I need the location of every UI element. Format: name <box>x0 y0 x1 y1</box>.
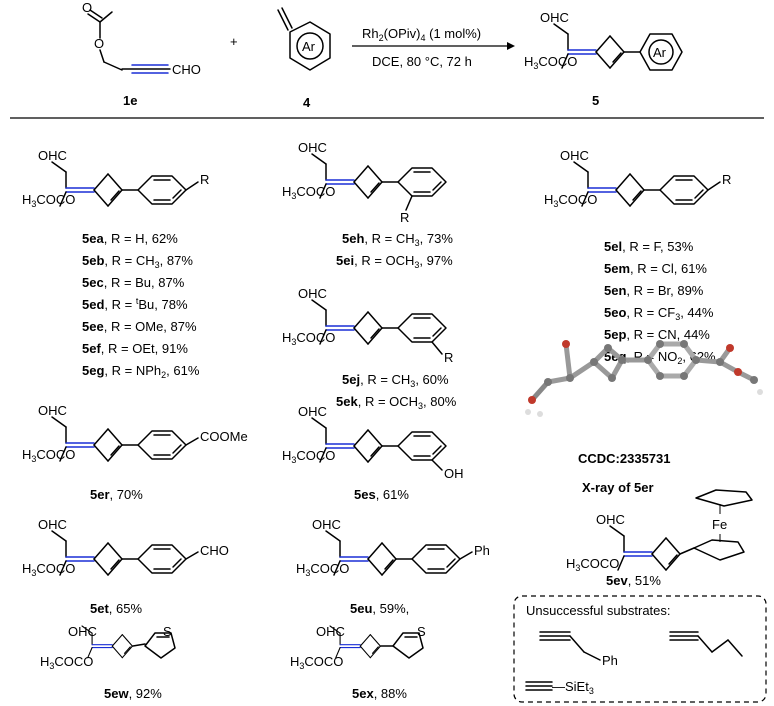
entry-5ef: 5ef, R = OEt, 91% <box>82 341 188 356</box>
conditions-text: DCE, 80 °C, 72 h <box>372 54 472 69</box>
r-label: R <box>444 350 453 365</box>
reactant-1e: O O CHO 1e <box>82 0 201 108</box>
aryl-label-product: Ar <box>653 45 667 60</box>
iron-label: Fe <box>712 517 727 532</box>
structure-ortho: OHC H3COCO R <box>282 140 447 225</box>
siet3-label: —SiEt3 <box>552 679 594 696</box>
acetoxy-label: H3COCO <box>282 448 335 465</box>
acetoxy-label: H3COCO <box>282 184 335 201</box>
acetoxy-label: H3COCO <box>544 192 597 209</box>
ohc-label: OHC <box>298 286 327 301</box>
r-label: R <box>400 210 409 225</box>
ohc-label: OHC <box>68 624 97 639</box>
entry-5eh: 5eh, R = CH3, 73% <box>342 231 453 248</box>
reaction-arrow: Rh2(OPiv)4 (1 mol%) DCE, 80 °C, 72 h <box>352 26 515 69</box>
acetoxy-label: H3COCO <box>40 654 93 671</box>
entry-5eu: 5eu, 59%, <box>350 601 409 616</box>
coome-label: COOMe <box>200 429 248 444</box>
acetoxy-label: H3COCO <box>22 192 75 209</box>
compound-label-5: 5 <box>592 93 599 108</box>
list-ortho: 5eh, R = CH3, 73% 5ei, R = OCH3, 97% <box>336 231 453 270</box>
cho-label: CHO <box>200 543 229 558</box>
entry-5em: 5em, R = Cl, 61% <box>604 261 707 276</box>
aryl-label: Ar <box>302 39 316 54</box>
entry-5eo: 5eo, R = CF3, 44% <box>604 305 714 322</box>
unsuccessful-substrates-box: Unsuccessful substrates: Ph —SiEt3 <box>513 595 767 703</box>
ph-label: Ph <box>602 653 618 668</box>
structure-5er: OHC H3COCO COOMe 5er, 70% <box>22 403 248 502</box>
ohc-label: OHC <box>540 10 569 25</box>
compound-label-4: 4 <box>303 95 311 110</box>
oh-label: OH <box>444 466 464 481</box>
sulfur-label: S <box>417 624 426 639</box>
acetoxy-label: H3COCO <box>296 561 349 578</box>
entry-5er: 5er, 70% <box>90 487 143 502</box>
reactant-4: Ar 4 <box>277 7 331 110</box>
xray-caption: X-ray of 5er <box>582 480 654 495</box>
entry-5ex: 5ex, 88% <box>352 686 407 701</box>
entry-5ev: 5ev, 51% <box>606 573 661 588</box>
structure-5ev: OHC H3COCO Fe 5ev, 51% <box>566 489 753 588</box>
acetoxy-label: H3COCO <box>290 654 343 671</box>
acetoxy-label: H3COCO <box>22 447 75 464</box>
ohc-label: OHC <box>596 512 625 527</box>
ohc-label: OHC <box>298 404 327 419</box>
ohc-label: OHC <box>298 140 327 155</box>
ccdc-label: CCDC:2335731 <box>578 451 671 466</box>
entry-5ed: 5ed, R = tBu, 78% <box>82 296 188 312</box>
entry-5ep: 5ep, R = CN, 44% <box>604 327 710 342</box>
entry-5ec: 5ec, R = Bu, 87% <box>82 275 185 290</box>
entry-5en: 5en, R = Br, 89% <box>604 283 704 298</box>
list-para: 5ea, R = H, 62% 5eb, R = CH3, 87% 5ec, R… <box>82 231 200 380</box>
structure-para: OHC H3COCO R <box>22 148 209 209</box>
acetoxy-label: H3COCO <box>566 556 619 573</box>
acetoxy-label: H3COCO <box>282 330 335 347</box>
ester-oxygen: O <box>94 36 104 51</box>
list-meta: 5ej, R = CH3, 60% 5ek, R = OCH3, 80% <box>336 372 457 411</box>
entry-5ei: 5ei, R = OCH3, 97% <box>336 253 453 270</box>
plus-sign: + <box>230 34 238 49</box>
catalyst-text: Rh2(OPiv)4 (1 mol%) <box>362 26 481 43</box>
entry-5es: 5es, 61% <box>354 487 409 502</box>
ohc-label: OHC <box>560 148 589 163</box>
entry-5el: 5el, R = F, 53% <box>604 239 694 254</box>
structure-meta: OHC H3COCO R <box>282 286 453 365</box>
r-label: R <box>200 172 209 187</box>
aldehyde-label: CHO <box>172 62 201 77</box>
ohc-label: OHC <box>38 148 67 163</box>
carbonyl-oxygen: O <box>82 0 92 15</box>
product-5: OHC H3COCO Ar 5 <box>524 10 683 108</box>
r-label: R <box>722 172 731 187</box>
ohc-label: OHC <box>316 624 345 639</box>
sulfur-label: S <box>163 624 172 639</box>
ph-label: Ph <box>474 543 490 558</box>
structure-5eu: OHC H3COCO Ph 5eu, 59%, <box>296 517 490 616</box>
acetoxy-label: H3COCO <box>22 561 75 578</box>
unsuccessful-title: Unsuccessful substrates: <box>526 603 671 618</box>
structure-5es: OHC H3COCO OH 5es, 61% <box>282 404 464 502</box>
ohc-label: OHC <box>312 517 341 532</box>
structure-5et: OHC H3COCO CHO 5et, 65% <box>22 517 229 616</box>
structure-5ew: OHC H3COCO S 5ew, 92% <box>40 624 176 701</box>
entry-5ee: 5ee, R = OMe, 87% <box>82 319 197 334</box>
structure-para-ewg: OHC H3COCO R <box>544 148 731 209</box>
structure-5ex: OHC H3COCO S 5ex, 88% <box>290 624 426 701</box>
ohc-label: OHC <box>38 403 67 418</box>
acetoxy-label: H3COCO <box>524 54 577 71</box>
entry-5eg: 5eg, R = NPh2, 61% <box>82 363 200 380</box>
entry-5ew: 5ew, 92% <box>104 686 162 701</box>
entry-5ek: 5ek, R = OCH3, 80% <box>336 394 457 411</box>
entry-5et: 5et, 65% <box>90 601 142 616</box>
xray-structure-image <box>525 340 763 417</box>
entry-5ej: 5ej, R = CH3, 60% <box>342 372 449 389</box>
entry-5ea: 5ea, R = H, 62% <box>82 231 178 246</box>
ohc-label: OHC <box>38 517 67 532</box>
entry-5eb: 5eb, R = CH3, 87% <box>82 253 193 270</box>
compound-label-1e: 1e <box>123 93 137 108</box>
